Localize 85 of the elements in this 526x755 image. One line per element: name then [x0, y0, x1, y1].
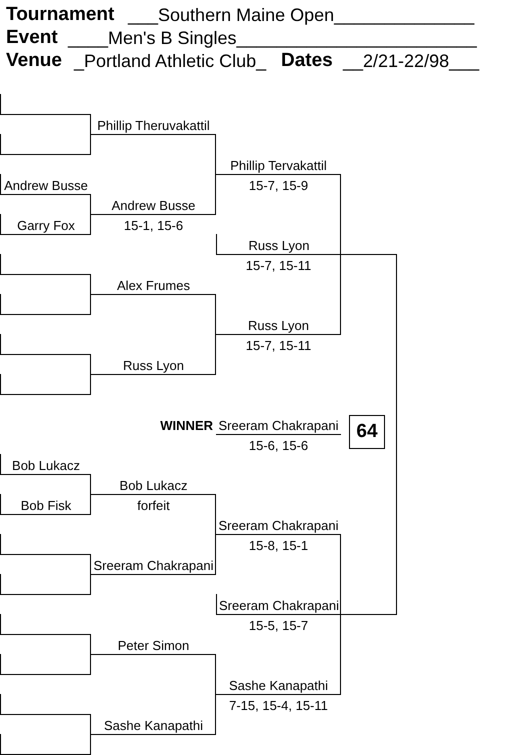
bracket-line — [90, 654, 91, 675]
bracket-line — [90, 134, 91, 155]
field-label: Event — [6, 27, 58, 49]
player-name: Peter Simon — [118, 638, 190, 653]
player-name: Alex Frumes — [117, 278, 190, 293]
bracket-slot — [0, 534, 91, 555]
field-label: Tournament — [6, 4, 114, 26]
bracket-line — [396, 254, 397, 615]
bracket-line — [215, 494, 216, 535]
bracket-slot — [0, 294, 91, 315]
player-name: Sreeram Chakrapani — [218, 518, 338, 533]
bracket-slot — [0, 454, 91, 475]
bracket-line — [215, 334, 216, 375]
match-score: 15-6, 15-6 — [248, 438, 308, 453]
player-name: Sashe Kanapathi — [228, 678, 328, 693]
winner-label: WINNER — [159, 418, 213, 433]
bracket-slot — [0, 254, 91, 275]
bracket-line — [340, 534, 341, 615]
match-score: 15-7, 15-9 — [248, 178, 308, 193]
bracket-slot — [0, 134, 91, 155]
bracket-line — [215, 694, 216, 735]
match-score: forfeit — [137, 498, 170, 513]
bracket-line — [215, 534, 216, 575]
player-name: Russ Lyon — [248, 318, 309, 333]
bracket-line — [90, 354, 91, 375]
bracket-line — [90, 714, 91, 735]
player-name: Bob Lukacz — [12, 458, 80, 473]
match-score: 7-15, 15-4, 15-11 — [229, 698, 328, 713]
field-label: Venue — [6, 50, 62, 72]
bracket-line — [215, 134, 216, 175]
field-value: _Portland Athletic Club_ — [74, 50, 266, 72]
match-score: 15-8, 15-1 — [248, 538, 308, 553]
bracket-line — [90, 554, 91, 575]
bracket-line — [90, 734, 91, 755]
bracket-slot — [0, 614, 91, 635]
bracket-line — [90, 194, 91, 215]
bracket-line — [90, 494, 91, 515]
bracket-line — [340, 614, 341, 695]
bracket-line — [90, 634, 91, 655]
player-name: Sreeram Chakrapani — [218, 418, 338, 433]
field-value: __2/21-22/98___ — [343, 50, 480, 72]
bracket-line — [90, 274, 91, 295]
bracket-line — [90, 574, 91, 595]
bracket-slot — [0, 94, 91, 115]
player-name: Bob Lukacz — [120, 478, 188, 493]
bracket-slot — [0, 214, 91, 235]
bracket-slot — [0, 654, 91, 675]
bracket-line — [90, 214, 91, 235]
player-name: Sashe Kanapathi — [104, 718, 204, 733]
match-score: 15-7, 15-11 — [246, 338, 312, 353]
bracket-slot — [0, 494, 91, 515]
player-name: Phillip Theruvakattil — [97, 118, 210, 133]
bracket-slot — [0, 174, 91, 195]
match-score: 15-7, 15-11 — [246, 258, 312, 273]
field-value: ____Men's B Singles________________________ — [68, 27, 477, 49]
bracket-slot — [0, 694, 91, 715]
bracket-line — [90, 114, 91, 135]
player-name: Bob Fisk — [20, 498, 72, 513]
bracket-line — [90, 294, 91, 315]
bracket-slot — [0, 574, 91, 595]
player-name: Garry Fox — [17, 218, 75, 233]
bracket-line — [340, 254, 341, 335]
bracket-line — [90, 374, 91, 395]
bracket-slot — [216, 594, 397, 633]
bracket-line — [215, 174, 216, 215]
player-name: Russ Lyon — [123, 358, 184, 373]
bracket-line — [215, 654, 216, 695]
player-name: Andrew Busse — [112, 198, 196, 213]
number-box: 64 — [349, 415, 385, 449]
bracket-line — [215, 294, 216, 335]
field-value: ___Southern Maine Open______________ — [128, 4, 474, 26]
bracket-line — [90, 474, 91, 495]
bracket-line — [340, 174, 341, 255]
player-name: Phillip Tervakattil — [230, 158, 327, 173]
bracket-slot — [216, 234, 397, 273]
player-name: Russ Lyon — [248, 238, 310, 253]
field-label: Dates — [281, 50, 333, 72]
bracket-slot — [0, 374, 91, 395]
bracket-slot — [0, 334, 91, 355]
player-name: Sreeram Chakrapani — [94, 558, 214, 573]
match-score: 15-1, 15-6 — [124, 218, 184, 233]
bracket-slot — [0, 734, 91, 755]
player-name: Andrew Busse — [4, 178, 88, 193]
match-score: 15-5, 15-7 — [248, 618, 308, 633]
player-name: Sreeram Chakrapani — [219, 598, 339, 613]
